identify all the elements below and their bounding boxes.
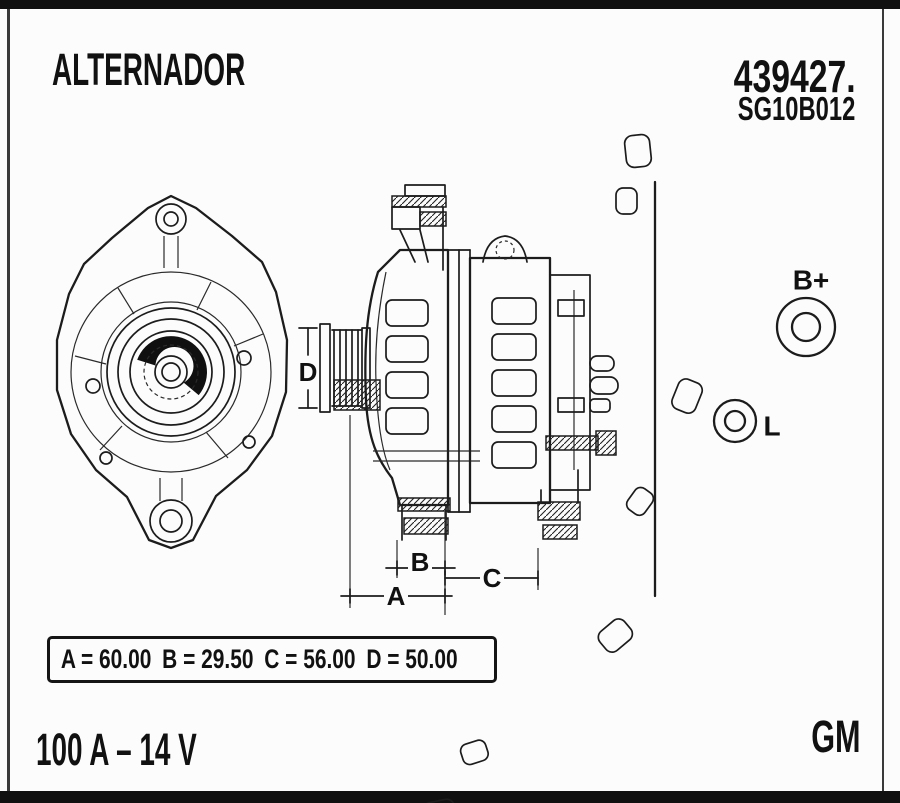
dimensions-spec-box: A = 60.00 B = 29.50 C = 56.00 D = 50.00 xyxy=(47,636,497,683)
rear-housing xyxy=(468,235,552,505)
terminal-stud-2 xyxy=(589,376,619,395)
terminal-l: L xyxy=(712,398,781,444)
pulley xyxy=(319,323,381,413)
dimension-entry-d: D = 50.00 xyxy=(366,644,458,674)
shaft-section xyxy=(333,379,381,411)
page-title: ALTERNADOR xyxy=(52,44,246,95)
dimension-lines-bottom: B C A xyxy=(340,415,539,615)
dimension-entry-c: C = 56.00 xyxy=(264,644,356,674)
side-front-housing xyxy=(364,248,480,507)
threaded-stud xyxy=(545,435,599,451)
dimension-entry-a: A = 60.00 xyxy=(60,644,152,674)
electrical-rating: 100 A – 14 V xyxy=(36,724,197,775)
dim-label-c: C xyxy=(483,563,502,593)
rear-bottom-lug xyxy=(537,469,581,540)
terminal-bplus: B+ xyxy=(775,265,837,358)
top-frame-bar xyxy=(0,0,900,9)
left-frame-line xyxy=(7,9,10,791)
bottom-mounting-hole xyxy=(149,478,193,543)
dimension-line-d: D xyxy=(298,327,318,409)
connector-tab xyxy=(589,398,611,413)
part-code: SG10B012 xyxy=(737,90,855,127)
side-bottom-lug xyxy=(397,497,451,541)
brand-label: GM xyxy=(810,711,860,762)
dim-label-a: A xyxy=(387,581,406,611)
right-frame-line xyxy=(882,9,884,791)
side-view-drawing: D xyxy=(298,184,619,615)
side-top-lug xyxy=(391,184,447,271)
rim-bolt-holes xyxy=(85,350,256,465)
terminal-l-label: L xyxy=(763,411,780,442)
terminal-stud-1 xyxy=(589,355,615,372)
dim-label-d: D xyxy=(299,357,318,387)
hub-shadow-arc xyxy=(137,336,207,396)
housing-web-lines xyxy=(70,271,272,473)
dimension-line-c: C xyxy=(444,563,539,593)
pulley-hub xyxy=(106,307,236,437)
terminal-id-section: B+ L xyxy=(653,180,837,598)
dim-label-b: B xyxy=(411,547,430,577)
stator-band xyxy=(447,249,471,513)
part-number: 439427. xyxy=(733,51,856,102)
top-mounting-hole xyxy=(155,203,187,268)
dimension-line-a: A xyxy=(340,581,453,611)
front-view-drawing xyxy=(55,132,706,803)
terminal-bplus-label: B+ xyxy=(793,265,830,296)
dimension-entry-b: B = 29.50 xyxy=(162,644,254,674)
front-housing-outline xyxy=(55,194,289,550)
rear-plate xyxy=(545,274,619,491)
bottom-frame-bar xyxy=(0,791,900,803)
